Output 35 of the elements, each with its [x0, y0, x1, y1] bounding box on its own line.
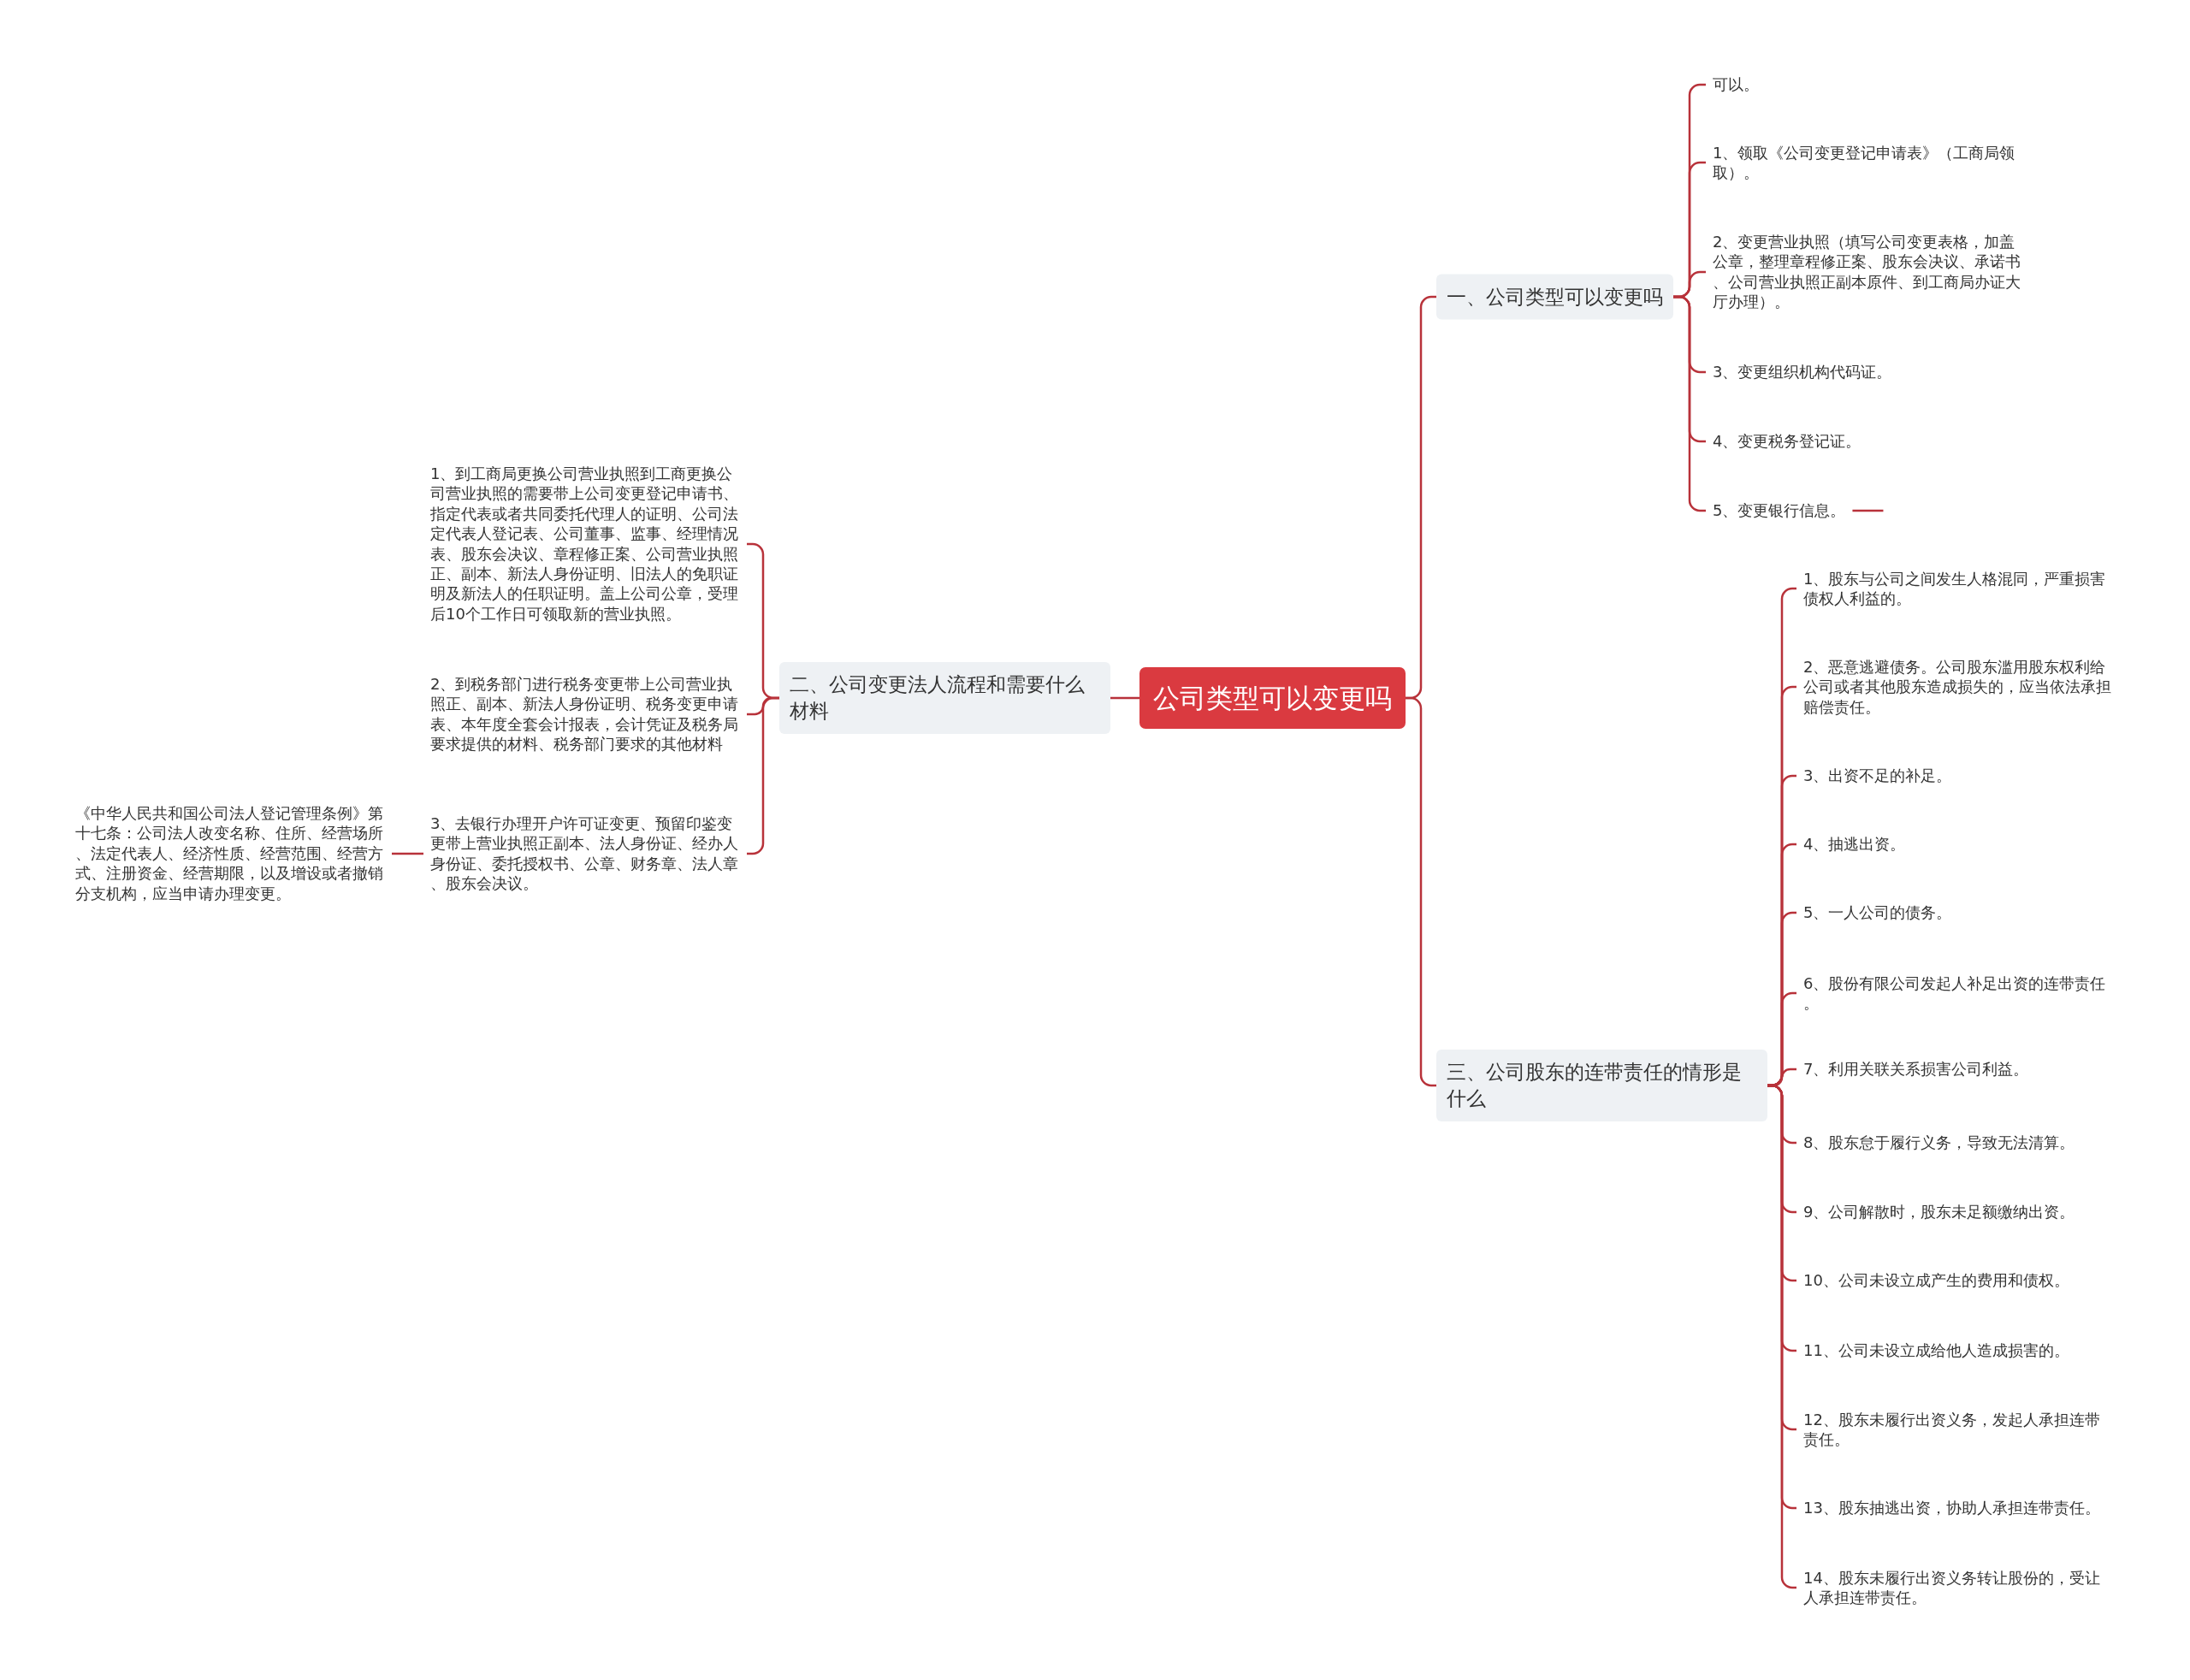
branch-topic-title: 一、公司类型可以变更吗 [1447, 284, 1663, 310]
subtopic-text: 8、股东怠于履行义务，导致无法清算。 [1803, 1133, 2075, 1153]
subtopic-text: 10、公司未设立成产生的费用和债权。 [1803, 1270, 2069, 1291]
subtopic-text: 4、变更税务登记证。 [1713, 431, 1862, 452]
subtopic-text: 13、股东抽逃出资，协助人承担连带责任。 [1803, 1498, 2100, 1518]
branch-topic-title: 三、公司股东的连带责任的情形是什么 [1447, 1060, 1743, 1111]
subtopic-text: 5、一人公司的债务。 [1803, 902, 1952, 923]
subtopic-text: 《中华人民共和国公司法人登记管理条例》第十七条：公司法人改变名称、住所、经营场所、法定代表人、经济性质、经营范围、经营方式、注册资金、经营期限，以及增设或者撤销分支机构，应当申请办理变更。 [75, 803, 384, 904]
branch-topic-box [779, 662, 1110, 734]
subtopic-text: 可以。 [1713, 74, 1759, 95]
subtopic-text: 3、出资不足的补足。 [1803, 766, 1952, 786]
subtopic-text: 1、到工商局更换公司营业执照到工商更换公司营业执照的需要带上公司变更登记申请书、指定代表或者共同委托代理人的证明、公司法定代表人登记表、公司董事、监事、经理情况表、股东会决议、章程修正案、公司营业执照正、副本、新法人身份证明、旧法人的免职证明及新法人的任职证明。盖上公司公章，受理后10个工作日可领取新的营业执照。 [430, 464, 739, 624]
subtopic-text: 11、公司未设立成给他人造成损害的。 [1803, 1340, 2069, 1361]
subtopic-text: 9、公司解散时，股东未足额缴纳出资。 [1803, 1202, 2075, 1222]
subtopic-text: 12、股东未履行出资义务，发起人承担连带责任。 [1803, 1409, 2101, 1450]
subtopic-text: 4、抽逃出资。 [1803, 834, 1906, 855]
connector-line [1110, 696, 1139, 700]
subtopic-text: 6、股份有限公司发起人补足出资的连带责任。 [1803, 973, 2107, 1014]
central-topic-box [1139, 667, 1406, 729]
subtopic-text: 7、利用关联关系损害公司利益。 [1803, 1059, 2029, 1080]
connector-line [1852, 509, 1884, 512]
subtopic-text: 14、股东未履行出资义务转让股份的，受让人承担连带责任。 [1803, 1567, 2101, 1608]
branch-topic-box [1436, 274, 1673, 320]
subtopic-text: 3、变更组织机构代码证。 [1713, 362, 1892, 382]
subtopic-text: 2、变更营业执照（填写公司变更表格，加盖公章，整理章程修正案、股东会决议、承诺书、公司营业执照正副本原件、到工商局办证大厅办理）。 [1713, 232, 2021, 312]
branch-topic-box [1436, 1050, 1767, 1121]
subtopic-text: 1、股东与公司之间发生人格混同，严重损害债权人利益的。 [1803, 568, 2107, 609]
subtopic-text: 2、恶意逃避债务。公司股东滥用股东权利给公司或者其他股东造成损失的，应当依法承担赔偿责任。 [1803, 656, 2112, 718]
subtopic-text: 2、到税务部门进行税务变更带上公司营业执照正、副本、新法人身份证明、税务变更申请表、本年度全套会计报表，会计凭证及税务局要求提供的材料、税务部门要求的其他材料 [430, 674, 739, 754]
branch-topic-title: 二、公司变更法人流程和需要什么材料 [790, 672, 1086, 724]
connector-line [392, 852, 423, 855]
subtopic-text: 5、变更银行信息。 [1713, 500, 1846, 521]
subtopic-text: 3、去银行办理开户许可证变更、预留印鉴变更带上营业执照正副本、法人身份证、经办人身份证、委托授权书、公章、财务章、法人章、股东会决议。 [430, 813, 739, 894]
central-topic-title: 公司类型可以变更吗 [1153, 682, 1392, 715]
subtopic-text: 1、领取《公司变更登记申请表》（工商局领取）。 [1713, 142, 2016, 183]
